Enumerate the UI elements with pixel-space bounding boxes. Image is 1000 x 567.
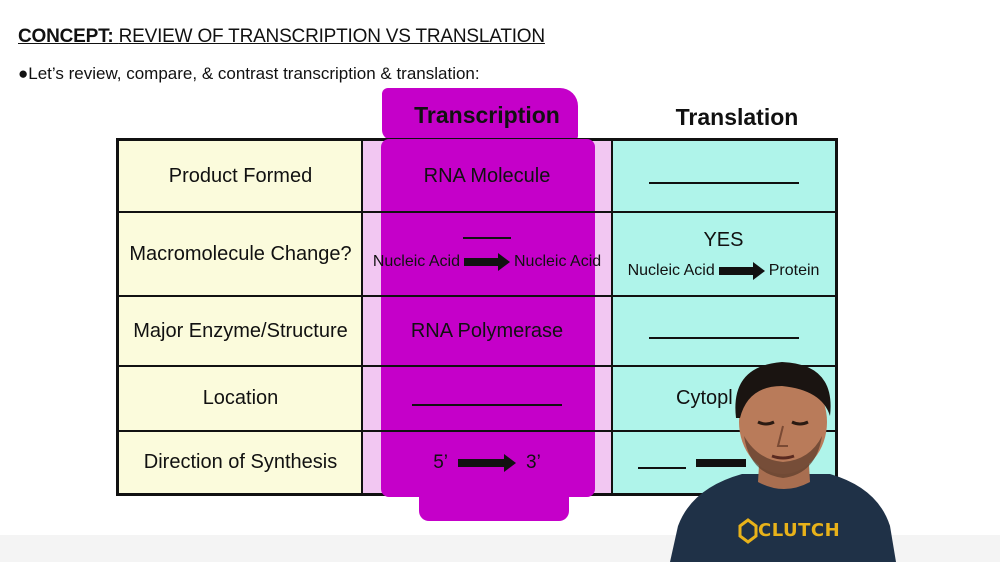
divider <box>119 430 835 432</box>
concept-label: CONCEPT: <box>18 26 114 47</box>
arrow-right-icon <box>458 453 516 472</box>
row-label: Direction of Synthesis <box>143 451 338 473</box>
blank-line <box>638 466 686 469</box>
row-label: Location <box>202 387 279 409</box>
translation-location: Cytopl <box>676 387 733 409</box>
from-label: 5’ <box>433 451 448 473</box>
divider <box>361 141 363 493</box>
to-label: 3’ <box>526 451 541 473</box>
translation-enzyme-blank <box>612 297 835 365</box>
row-label: Major Enzyme/Structure <box>133 319 348 342</box>
arrow-shaft <box>696 458 746 467</box>
from-label: Nucleic Acid <box>372 253 460 270</box>
translation-macromolecule: YES Nucleic Acid Protein <box>612 213 835 295</box>
row-label: Product Formed <box>168 164 313 187</box>
presenter-figure <box>670 362 896 562</box>
blank-line <box>412 403 562 406</box>
from-label: Nucleic Acid <box>627 261 715 279</box>
blank-line <box>648 182 799 184</box>
presenter-video: CLUTCH <box>670 356 896 562</box>
subtitle: ●Let’s review, compare, & contrast trans… <box>18 64 480 83</box>
transcription-enzyme: RNA Polymerase <box>410 319 564 342</box>
highlight-fill-extra <box>419 481 569 521</box>
divider <box>119 211 835 213</box>
arrow-right-icon <box>718 261 765 280</box>
conversion: Nucleic Acid Nucleic Acid <box>373 253 601 271</box>
label-column <box>119 141 362 493</box>
blank-line <box>463 237 511 239</box>
translation-direction <box>612 432 835 493</box>
concept-heading: CONCEPT: REVIEW OF TRANSCRIPTION VS TRAN… <box>18 26 545 48</box>
to-label: Nucleic Acid <box>514 253 602 270</box>
column-head-translation: Translation <box>675 104 799 130</box>
to-label: Protein <box>768 261 820 279</box>
divider <box>119 295 835 297</box>
concept-title: REVIEW OF TRANSCRIPTION VS TRANSLATION <box>118 26 545 47</box>
highlight-stroke <box>382 88 578 140</box>
divider <box>611 141 613 493</box>
transcription-direction: 5’ 3’ <box>362 432 612 493</box>
translation-product-blank <box>612 141 835 211</box>
clutch-logo-text: CLUTCH <box>758 520 841 541</box>
row-label: Macromolecule Change? <box>129 242 352 265</box>
column-head-transcription: Transcription <box>414 102 560 128</box>
answer: YES <box>703 228 744 251</box>
divider <box>119 365 835 367</box>
highlight-fill <box>381 139 595 497</box>
blank-line <box>648 337 799 339</box>
conversion: Nucleic Acid Protein <box>627 261 820 280</box>
arrow-right-icon <box>464 253 510 271</box>
transcription-product: RNA Molecule <box>423 164 551 187</box>
comparison-table: Product Formed RNA Molecule Macromolecul… <box>116 138 838 521</box>
transcription-macromolecule: Nucleic Acid Nucleic Acid <box>362 213 612 295</box>
transcription-location-blank <box>362 367 612 430</box>
